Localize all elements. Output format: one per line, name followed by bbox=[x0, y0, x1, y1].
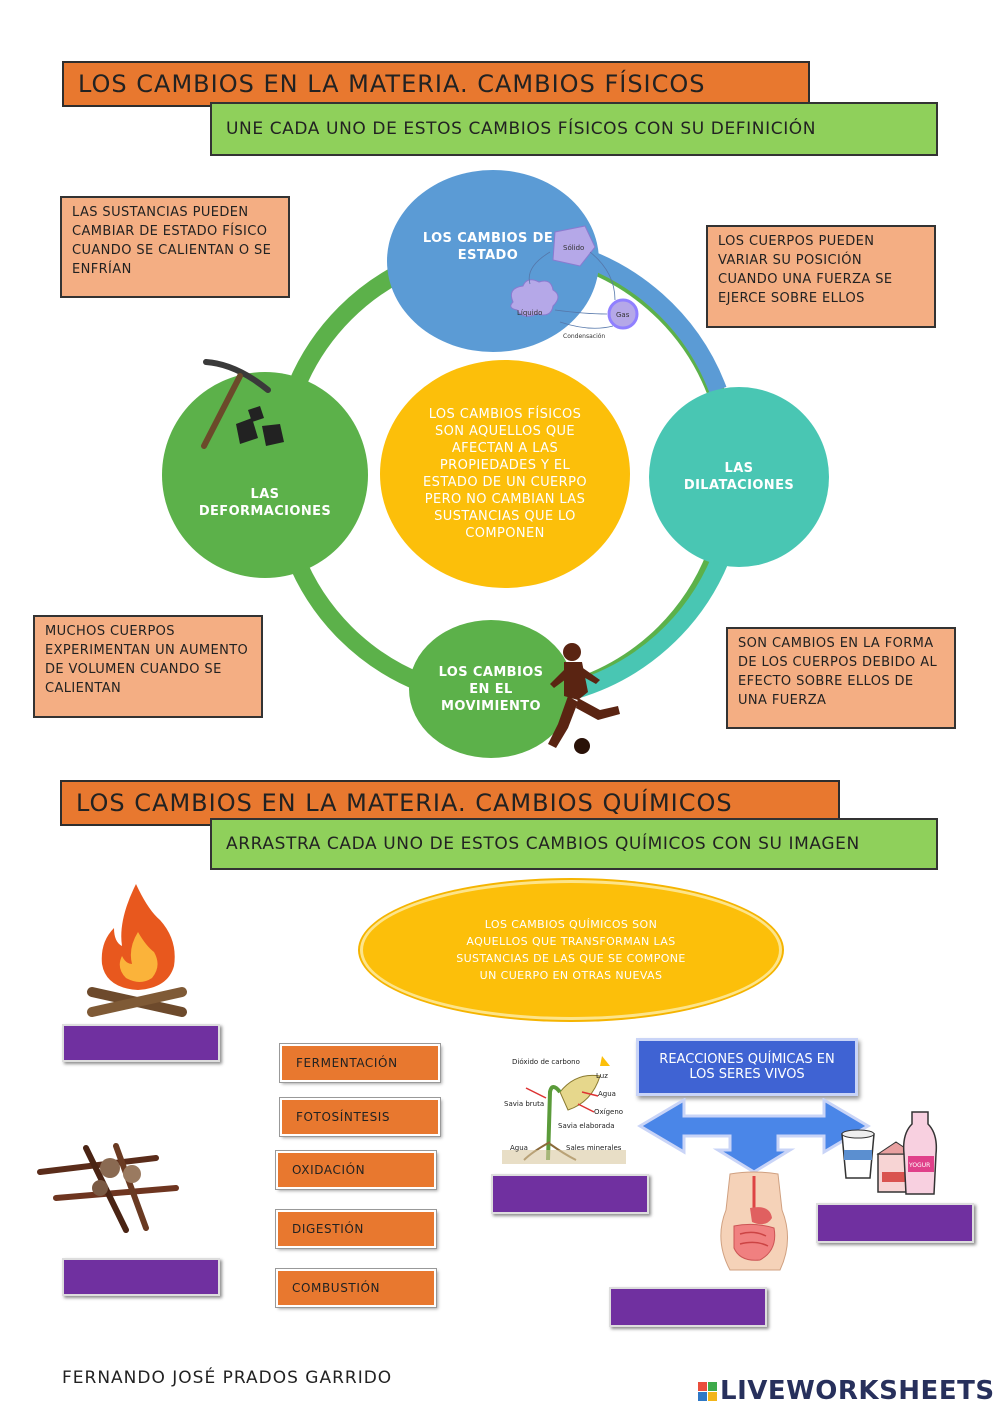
state-change-diagram: Sólido Líquido Gas Condensación bbox=[510, 225, 639, 340]
node-cambios-estado-label: LOS CAMBIOS DE ESTADO bbox=[422, 231, 554, 263]
arrow-sublimacion bbox=[589, 251, 616, 301]
physical-instruction: UNE CADA UNO DE ESTOS CAMBIOS FÍSICOS CO… bbox=[210, 102, 938, 156]
label-agua-raiz: Agua bbox=[510, 1144, 528, 1152]
photosynthesis-diagram: Dióxido de carbono Luz Agua Oxígeno Savi… bbox=[502, 1056, 626, 1164]
reactions-label-box: REACCIONES QUÍMICAS EN LOS SERES VIVOS bbox=[636, 1038, 858, 1096]
drop-box-digestion[interactable] bbox=[609, 1287, 767, 1327]
definition-top-right[interactable]: LOS CUERPOS PUEDEN VARIAR SU POSICIÓN CU… bbox=[706, 225, 936, 328]
definition-bottom-left-text: MUCHOS CUERPOS EXPERIMENTAN UN AUMENTO D… bbox=[45, 624, 249, 696]
arrow-condensacion bbox=[559, 321, 614, 329]
node-cambios-movimiento[interactable]: LOS CAMBIOS EN EL MOVIMIENTO bbox=[409, 620, 573, 758]
label-co2: Dióxido de carbono bbox=[512, 1058, 580, 1066]
solid-shape bbox=[552, 225, 596, 267]
physical-instruction-text: UNE CADA UNO DE ESTOS CAMBIOS FÍSICOS CO… bbox=[226, 119, 817, 139]
logo-letter-e bbox=[708, 1391, 717, 1401]
condensacion-label: Condensación bbox=[563, 333, 605, 340]
arrow-solidificacion bbox=[528, 251, 551, 285]
drop-box-photosynthesis[interactable] bbox=[491, 1174, 649, 1214]
label-sales: Sales minerales bbox=[566, 1144, 622, 1152]
label-savia-bruta: Savia bruta bbox=[504, 1100, 544, 1108]
chemical-definition-ellipse: LOS CAMBIOS QUÍMICOS SON AQUELLOS QUE TR… bbox=[360, 880, 782, 1020]
definition-top-left[interactable]: LAS SUSTANCIAS PUEDEN CAMBIAR DE ESTADO … bbox=[60, 196, 290, 298]
chemical-instruction: ARRASTRA CADA UNO DE ESTOS CAMBIOS QUÍMI… bbox=[210, 818, 938, 870]
option-oxidacion-label: OXIDACIÓN bbox=[292, 1163, 366, 1177]
liquido-label: Líquido bbox=[517, 309, 542, 317]
reactions-label-text: REACCIONES QUÍMICAS EN LOS SERES VIVOS bbox=[659, 1052, 835, 1082]
arrow-vaporizacion bbox=[554, 309, 608, 315]
logo-letter-i bbox=[708, 1381, 717, 1391]
option-combustion-label: COMBUSTIÓN bbox=[292, 1281, 381, 1295]
author-name-text: FERNANDO JOSÉ PRADOS GARRIDO bbox=[62, 1368, 393, 1388]
drop-box-fire[interactable] bbox=[62, 1024, 220, 1062]
chemical-title-text: LOS CAMBIOS EN LA MATERIA. CAMBIOS QUÍMI… bbox=[76, 789, 733, 817]
option-fermentacion-label: FERMENTACIÓN bbox=[296, 1056, 398, 1070]
node-cambios-movimiento-label: LOS CAMBIOS EN EL MOVIMIENTO bbox=[438, 664, 544, 714]
liquid-shape bbox=[510, 279, 559, 317]
definition-top-right-text: LOS CUERPOS PUEDEN VARIAR SU POSICIÓN CU… bbox=[718, 234, 893, 306]
rusty-nails-image bbox=[37, 1143, 179, 1233]
node-cambios-estado[interactable]: LOS CAMBIOS DE ESTADO bbox=[387, 170, 599, 352]
option-digestion[interactable]: DIGESTIÓN bbox=[275, 1209, 437, 1249]
gas-shape bbox=[607, 298, 639, 330]
physical-title-text: LOS CAMBIOS EN LA MATERIA. CAMBIOS FÍSIC… bbox=[78, 70, 706, 98]
pickaxe-icon bbox=[201, 359, 284, 449]
chemical-instruction-text: ARRASTRA CADA UNO DE ESTOS CAMBIOS QUÍMI… bbox=[226, 834, 860, 854]
label-luz: Luz bbox=[596, 1072, 608, 1080]
logo-letter-v bbox=[698, 1391, 707, 1401]
option-oxidacion[interactable]: OXIDACIÓN bbox=[275, 1150, 437, 1190]
gas-label: Gas bbox=[616, 311, 630, 319]
definition-top-left-text: LAS SUSTANCIAS PUEDEN CAMBIAR DE ESTADO … bbox=[72, 205, 272, 277]
liveworksheets-logo[interactable]: LIVEWORKSHEETS bbox=[698, 1376, 995, 1406]
label-savia-elaborada: Savia elaborada bbox=[558, 1122, 615, 1130]
definition-bottom-left[interactable]: MUCHOS CUERPOS EXPERIMENTAN UN AUMENTO D… bbox=[33, 615, 263, 718]
yogurt-label: YOGUR bbox=[908, 1162, 930, 1169]
solido-label: Sólido bbox=[563, 244, 584, 252]
ring-teal-arc bbox=[572, 556, 729, 699]
node-deformaciones[interactable]: LAS DEFORMACIONES bbox=[162, 372, 368, 578]
node-deformaciones-label: LAS DEFORMACIONES bbox=[198, 487, 332, 519]
author-name: FERNANDO JOSÉ PRADOS GARRIDO bbox=[62, 1368, 392, 1388]
three-way-arrow bbox=[637, 1098, 871, 1174]
yogurt-image: YOGUR bbox=[841, 1111, 938, 1195]
center-definition-text: LOS CAMBIOS FÍSICOS SON AQUELLOS QUE AFE… bbox=[423, 407, 587, 541]
liveworksheets-logo-text: LIVEWORKSHEETS bbox=[720, 1376, 995, 1406]
option-fotosintesis-label: FOTOSÍNTESIS bbox=[296, 1110, 391, 1124]
label-agua: Agua bbox=[598, 1090, 616, 1098]
chemical-definition-text: LOS CAMBIOS QUÍMICOS SON AQUELLOS QUE TR… bbox=[456, 918, 686, 982]
digestive-system-image bbox=[720, 1171, 788, 1271]
node-dilataciones[interactable]: LAS DILATACIONES bbox=[649, 387, 829, 567]
physical-title: LOS CAMBIOS EN LA MATERIA. CAMBIOS FÍSIC… bbox=[62, 61, 810, 107]
option-combustion[interactable]: COMBUSTIÓN bbox=[275, 1268, 437, 1308]
option-fotosintesis[interactable]: FOTOSÍNTESIS bbox=[279, 1097, 441, 1137]
center-definition: LOS CAMBIOS FÍSICOS SON AQUELLOS QUE AFE… bbox=[380, 360, 630, 588]
logo-letter-l bbox=[698, 1381, 707, 1391]
definition-bottom-right[interactable]: SON CAMBIOS EN LA FORMA DE LOS CUERPOS D… bbox=[726, 627, 956, 729]
drop-box-nails[interactable] bbox=[62, 1258, 220, 1296]
label-oxigeno: Oxígeno bbox=[594, 1108, 623, 1116]
drop-box-yogurt[interactable] bbox=[816, 1203, 974, 1243]
option-digestion-label: DIGESTIÓN bbox=[292, 1222, 364, 1236]
campfire-image bbox=[87, 884, 187, 1017]
definition-bottom-right-text: SON CAMBIOS EN LA FORMA DE LOS CUERPOS D… bbox=[738, 636, 938, 708]
liveworksheets-logo-icon bbox=[698, 1381, 717, 1401]
soccer-player-icon bbox=[548, 643, 620, 754]
option-fermentacion[interactable]: FERMENTACIÓN bbox=[279, 1043, 441, 1083]
node-dilataciones-label: LAS DILATACIONES bbox=[683, 461, 795, 493]
